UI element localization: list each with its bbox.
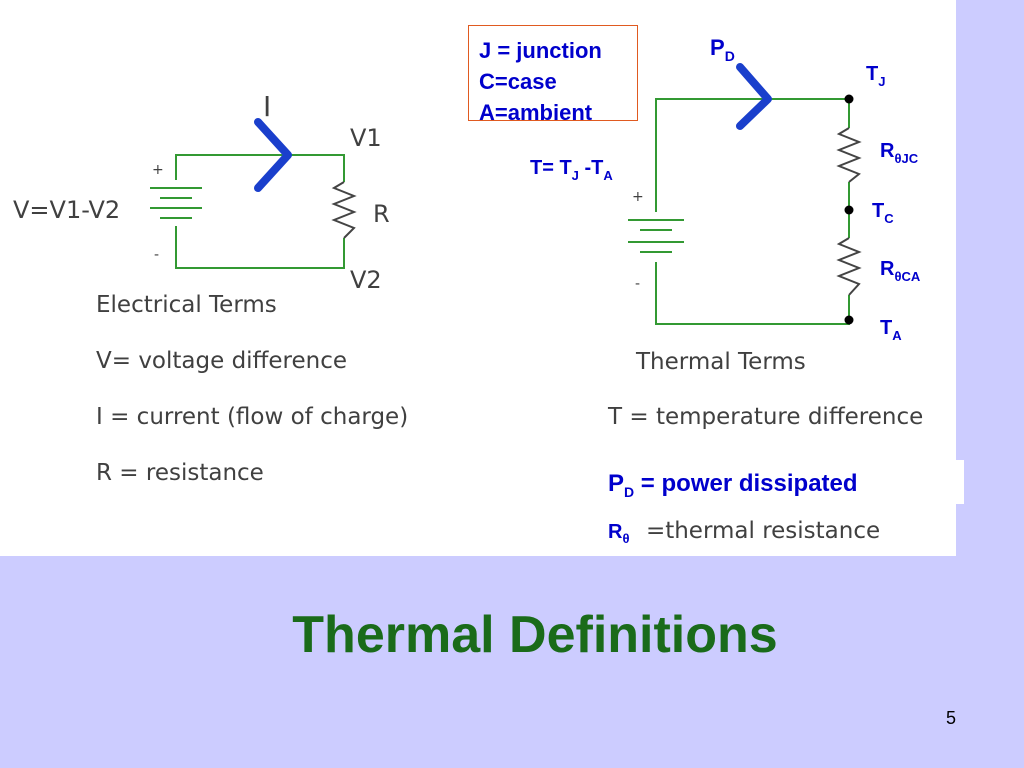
thermal-circuit: + - PD TJ RθJC TC RθCA TA T= TJ -TA [530, 35, 921, 343]
junction-case-resistor [836, 127, 862, 183]
thermal-bottom-wire [655, 262, 850, 325]
case-temp-label: TC [872, 200, 894, 226]
current-label: I [263, 90, 271, 123]
page-title: Thermal Definitions [292, 606, 778, 664]
electrical-resistor [331, 181, 357, 239]
electrical-top-wire [175, 154, 345, 182]
legend-junction: J = junction [479, 38, 602, 63]
junction-node-icon [844, 94, 854, 104]
ambient-node-icon [844, 315, 854, 325]
thermal-resistance-definition: Rθ =thermal resistance [608, 518, 881, 546]
resistance-definition: R = resistance [96, 460, 264, 486]
thermal-plus-sign: + [632, 189, 644, 205]
power-label: PD [710, 35, 735, 64]
temperature-definition: T = temperature difference [608, 404, 924, 430]
battery-plus-sign: + [152, 162, 164, 178]
voltage-definition: V= voltage difference [96, 348, 348, 374]
temperature-difference-label: T= TJ -TA [530, 157, 613, 183]
thermal-minus-sign: - [635, 276, 640, 292]
legend-case: C=case [479, 69, 557, 94]
v1-label: V1 [350, 124, 382, 152]
abbreviation-legend: J = junction C=case A=ambient [468, 25, 638, 125]
resistor-label: R [373, 200, 390, 228]
battery-minus-sign: - [154, 247, 159, 263]
thermal-terms-heading: Thermal Terms [636, 349, 806, 375]
power-arrow-icon [736, 63, 772, 130]
case-node-icon [844, 205, 854, 215]
case-ambient-resistance-label: RθCA [880, 258, 921, 284]
thermal-top-wire [655, 98, 850, 212]
current-arrow-icon [254, 118, 292, 192]
v2-label: V2 [350, 266, 382, 294]
junction-temp-label: TJ [866, 63, 885, 89]
voltage-label: V=V1-V2 [13, 196, 120, 224]
page-number: 5 [946, 708, 957, 728]
ambient-temp-label: TA [880, 317, 902, 343]
power-definition-box [600, 460, 964, 504]
electrical-circuit: + - I V1 V2 R V=V1-V2 [13, 90, 390, 294]
electrical-terms-heading: Electrical Terms [96, 292, 277, 318]
current-definition: I = current (flow of charge) [96, 404, 409, 430]
electrical-battery [150, 187, 202, 219]
power-definition: PD = power dissipated [608, 470, 858, 500]
case-ambient-resistor [836, 237, 862, 296]
electrical-bottom-wire [175, 226, 345, 269]
thermal-battery [628, 219, 684, 253]
legend-ambient: A=ambient [479, 100, 593, 125]
junction-case-resistance-label: RθJC [880, 140, 919, 166]
